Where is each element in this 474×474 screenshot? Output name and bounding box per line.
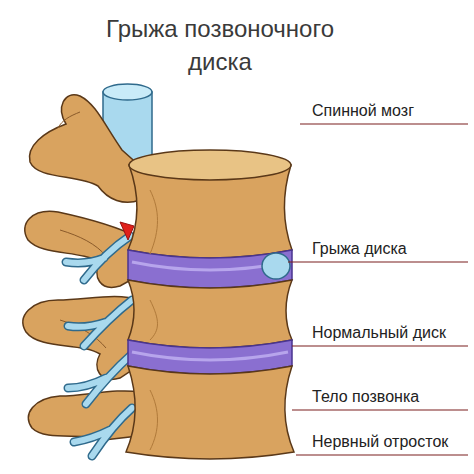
disc-highlight: [132, 352, 288, 360]
part-label: Спинной мозг: [312, 102, 414, 120]
spinal-cord-top: [103, 84, 152, 100]
part-label: Грыжа диска: [312, 240, 407, 258]
nerve-root: [68, 300, 132, 346]
vertebral-body-top: [129, 150, 291, 180]
vertebral-column: [126, 150, 294, 459]
part-label: Нервный отросток: [312, 433, 448, 451]
leader-lines: [288, 124, 468, 455]
intervertebral-disc: [128, 250, 292, 288]
disc-herniation: [262, 253, 290, 279]
process-shade: [60, 230, 106, 256]
body-shade: [150, 390, 158, 450]
intervertebral-disc: [128, 340, 292, 374]
body-shade: [150, 300, 158, 340]
nerve-root-outline: [68, 300, 132, 346]
part-label: Тело позвонка: [312, 388, 419, 406]
leader-line: [288, 261, 468, 262]
vertebral-process: [29, 95, 150, 202]
nerve-root: [68, 354, 132, 404]
part-label: Нормальный диск: [312, 324, 446, 342]
nerve-root-outline: [74, 408, 132, 456]
nerve-roots: [66, 236, 132, 456]
leader-line: [292, 345, 468, 346]
vertebral-body: [126, 366, 294, 459]
process-shade: [58, 112, 80, 128]
leader-line: [300, 123, 468, 124]
nerve-root-outline: [68, 354, 132, 404]
vertebral-process: [25, 211, 140, 287]
diagram-title: Грыжа позвоночного диска: [90, 12, 350, 78]
body-shade: [150, 190, 158, 254]
leader-line: [292, 409, 468, 410]
nerve-root: [74, 408, 132, 456]
nerve-root-outline: [66, 236, 130, 280]
vertebral-body: [128, 280, 292, 348]
nerve-root: [66, 236, 130, 280]
leader-line: [296, 454, 468, 455]
